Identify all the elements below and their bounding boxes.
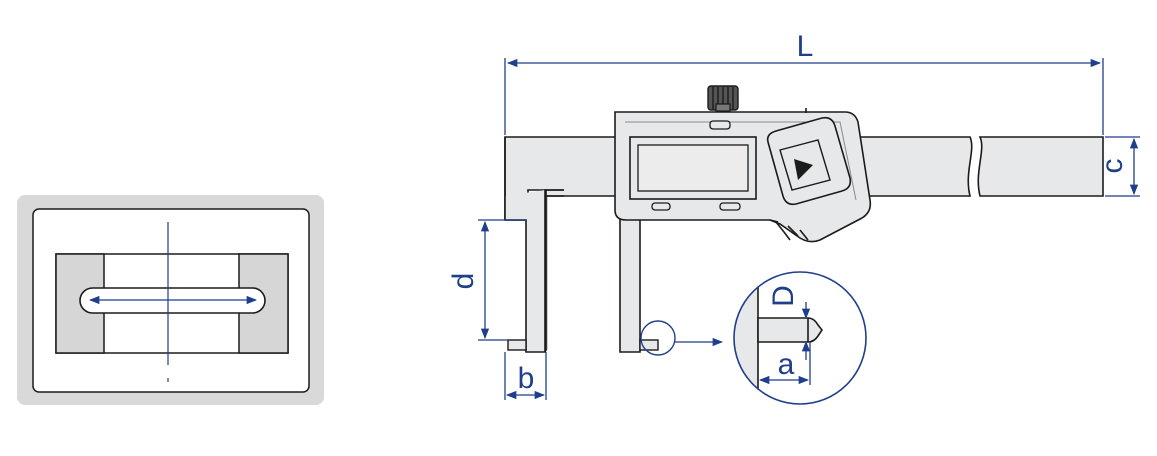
play-triangle-icon: [794, 159, 813, 180]
sliding-jaw: [619, 215, 641, 353]
groove-view-panel: [17, 195, 324, 405]
dimension-label-d: d: [447, 273, 480, 290]
dimension-label-b: b: [518, 362, 535, 395]
dimension-label-c: c: [1096, 159, 1129, 174]
fixed-jaw-tip: [507, 339, 527, 351]
sliding-jaw-tip: [639, 339, 659, 351]
jaw-tip-detail: [757, 317, 823, 343]
main-beam-right: [977, 136, 1104, 197]
top-button: [709, 120, 731, 130]
magnifier-border: [733, 271, 867, 405]
detail-magnifier: [733, 271, 867, 405]
detail-marker-circle: [640, 320, 676, 356]
left-button: [651, 202, 671, 211]
lcd-inner: [637, 144, 749, 192]
dimension-label-L: L: [797, 30, 814, 63]
dimension-label-D: D: [767, 285, 800, 307]
caliper: [504, 85, 1104, 353]
dimension-label-a: a: [778, 348, 795, 381]
right-button: [719, 202, 741, 211]
